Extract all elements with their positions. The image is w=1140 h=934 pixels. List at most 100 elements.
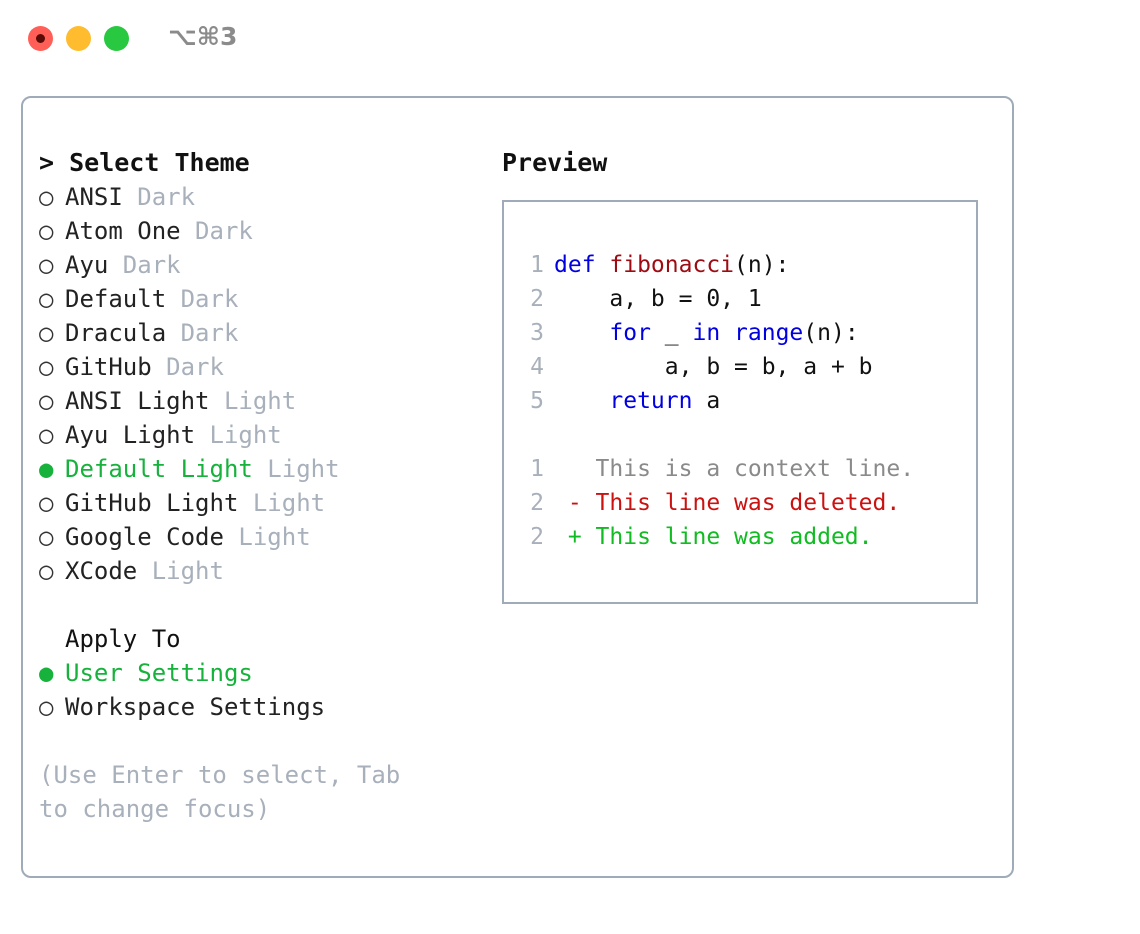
code-line: 2 a, b = 0, 1	[510, 282, 970, 316]
code-line: 5 return a	[510, 384, 970, 418]
radio-unselected-icon: ○	[39, 523, 54, 551]
apply-to-option-user-settings[interactable]: ● User Settings	[39, 656, 479, 690]
preview-heading: Preview	[502, 148, 608, 177]
theme-option-label: GitHub Light	[65, 489, 239, 517]
theme-option-google-code[interactable]: ○ Google Code Light	[39, 520, 479, 554]
main-panel: > Select Theme ○ANSI Dark○Atom One Dark○…	[21, 96, 1014, 878]
theme-option-tag: Light	[252, 455, 340, 483]
apply-to-option-workspace-settings[interactable]: ○Workspace Settings	[39, 690, 479, 724]
diff-line-ctx: 1 This is a context line.	[510, 452, 970, 486]
line-number: 3	[530, 320, 544, 346]
apply-to-option-list: ● User Settings ○Workspace Settings	[39, 656, 479, 724]
theme-option-xcode[interactable]: ○ XCode Light	[39, 554, 479, 588]
code-token-txt: a, b = 0, 1	[554, 286, 762, 312]
theme-option-label: Default Light	[65, 455, 253, 483]
code-line: 4 a, b = b, a + b	[510, 350, 970, 384]
line-number: 4	[530, 354, 544, 380]
theme-option-atom-one[interactable]: ○ Atom One Dark	[39, 214, 479, 248]
theme-option-label: Ayu Light	[65, 421, 196, 449]
diff-marker: -	[554, 490, 582, 516]
radio-unselected-icon: ○	[39, 319, 54, 347]
keyboard-hint-text: (Use Enter to select, Tab to change focu…	[39, 761, 401, 823]
theme-option-label: Google Code	[65, 523, 224, 551]
theme-option-github[interactable]: ○GitHub Dark	[39, 350, 479, 384]
section-spacer	[39, 588, 479, 622]
theme-option-tag: Dark	[180, 217, 253, 245]
theme-option-default-light[interactable]: ● Default Light Light	[39, 452, 479, 486]
radio-unselected-icon: ○	[39, 251, 54, 279]
diff-text: This is a context line.	[581, 456, 915, 482]
theme-option-tag: Light	[209, 387, 297, 415]
code-token-kw: for	[609, 320, 651, 346]
line-number: 1	[530, 252, 544, 278]
radio-unselected-icon: ○	[39, 421, 54, 449]
code-token-kw: in	[692, 320, 735, 346]
theme-option-label: ANSI	[65, 183, 123, 211]
theme-option-tag: Dark	[166, 319, 239, 347]
code-token-kw: range	[734, 320, 804, 346]
code-token-txt: a, b = b, a + b	[554, 354, 873, 380]
theme-selection-column: > Select Theme ○ANSI Dark○Atom One Dark○…	[39, 146, 479, 826]
theme-option-label: XCode	[65, 557, 138, 585]
theme-option-tag: Dark	[122, 183, 196, 211]
code-line: 3 for _ in range(n):	[510, 316, 970, 350]
theme-option-tag: Dark	[108, 251, 181, 279]
line-number: 2	[530, 490, 544, 516]
theme-option-label: ANSI Light	[65, 387, 210, 415]
theme-option-list: ○ ANSI Dark ○ Atom One Dark ○ Ayu Dark ○ Defaul…	[39, 180, 479, 588]
radio-unselected-icon: ○	[39, 387, 54, 415]
theme-option-default[interactable]: ○ Default Dark	[39, 282, 479, 316]
code-token-txt: _	[650, 320, 693, 346]
select-theme-heading: > Select Theme	[39, 148, 250, 177]
theme-option-ayu[interactable]: ○ Ayu Dark	[39, 248, 479, 282]
maximize-button-icon[interactable]	[104, 26, 129, 51]
code-token-kw: return	[609, 388, 693, 414]
diff-text: This line was added.	[581, 524, 873, 550]
theme-option-tag: Light	[223, 523, 311, 551]
radio-selected-icon: ●	[39, 659, 54, 687]
radio-unselected-icon: ○	[39, 353, 54, 381]
title-bar: ⌥⌘3	[0, 0, 1140, 78]
apply-to-heading: Apply To	[65, 625, 181, 653]
radio-unselected-icon: ○	[39, 489, 54, 517]
code-token-fn: fibonacci	[609, 252, 735, 278]
radio-selected-icon: ●	[39, 455, 54, 483]
apply-to-option-label: Workspace Settings	[65, 693, 326, 721]
radio-unselected-icon: ○	[39, 217, 54, 245]
theme-option-label: Atom One	[65, 217, 181, 245]
theme-option-tag: Dark	[166, 285, 239, 313]
theme-option-label: Dracula	[65, 319, 167, 347]
code-token-txt: (n):	[803, 320, 859, 346]
theme-option-ansi[interactable]: ○ ANSI Dark	[39, 180, 479, 214]
window-controls	[28, 26, 129, 51]
code-token-txt	[554, 320, 609, 346]
diff-line-del: 2 - This line was deleted.	[510, 486, 970, 520]
minimize-button-icon[interactable]	[66, 26, 91, 51]
theme-option-tag: Light	[137, 557, 224, 585]
line-number: 5	[530, 388, 544, 414]
keyboard-shortcut-label: ⌥⌘3	[168, 22, 238, 51]
close-button-icon[interactable]	[28, 26, 53, 51]
apply-to-option-label: User Settings	[65, 659, 253, 687]
radio-unselected-icon: ○	[39, 285, 54, 313]
code-token-txt: (n):	[734, 252, 790, 278]
theme-option-ayu-light[interactable]: ○ Ayu Light Light	[39, 418, 479, 452]
diff-text: This line was deleted.	[581, 490, 901, 516]
theme-option-tag: Light	[238, 489, 326, 517]
theme-option-tag: Light	[195, 421, 282, 449]
line-number: 2	[530, 524, 544, 550]
theme-option-dracula[interactable]: ○ Dracula Dark	[39, 316, 479, 350]
radio-unselected-icon: ○	[39, 183, 54, 211]
theme-option-github-light[interactable]: ○ GitHub Light Light	[39, 486, 479, 520]
theme-option-label: Default	[65, 285, 167, 313]
radio-unselected-icon: ○	[39, 557, 54, 585]
theme-option-label: Ayu	[65, 251, 109, 279]
diff-marker	[554, 456, 582, 482]
theme-option-ansi-light[interactable]: ○ ANSI Light Light	[39, 384, 479, 418]
line-number: 2	[530, 286, 544, 312]
